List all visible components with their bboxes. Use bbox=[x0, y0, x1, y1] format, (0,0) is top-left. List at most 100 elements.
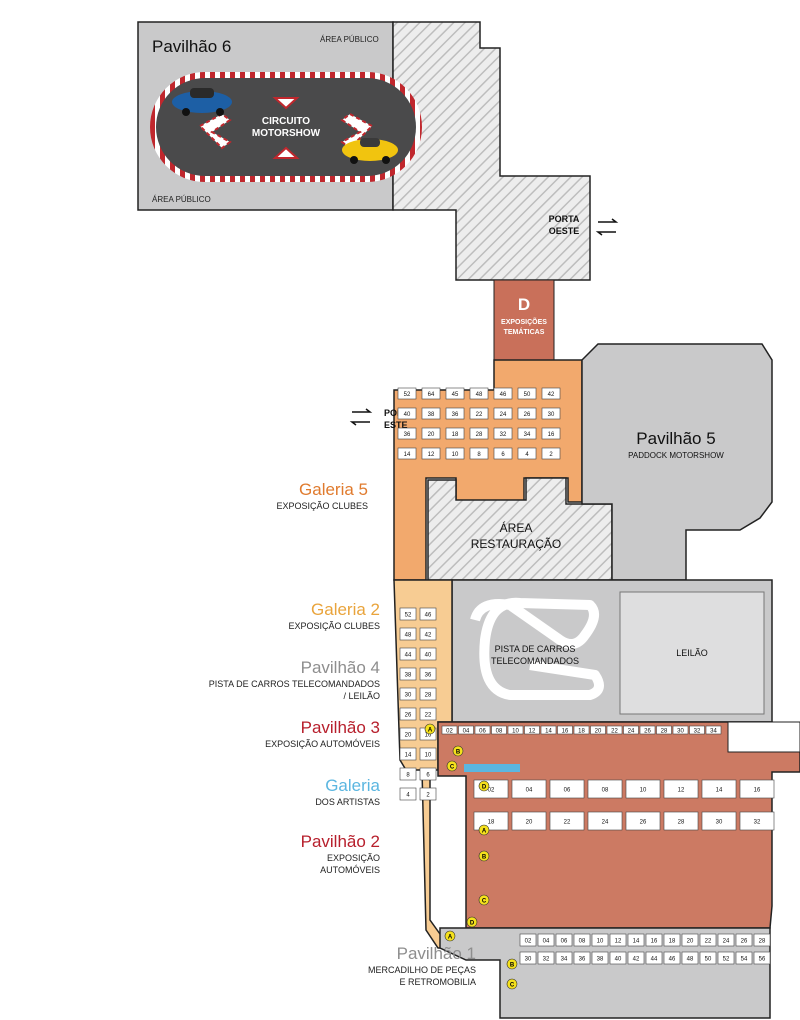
legend-galeria-title: Galeria bbox=[325, 776, 380, 795]
stand-number: 12 bbox=[428, 452, 435, 458]
stand-box bbox=[441, 725, 458, 735]
stand-box bbox=[469, 387, 489, 400]
stand-number: 30 bbox=[716, 820, 723, 826]
legend-pavilhao-1: Pavilhão 1 MERCADILHO DE PEÇAS E RETROMO… bbox=[236, 944, 476, 988]
marker-letter: A bbox=[428, 728, 433, 734]
stand-box bbox=[623, 725, 639, 735]
stand-box bbox=[735, 951, 753, 965]
stand-number: 10 bbox=[640, 788, 647, 794]
pav6-title: Pavilhão 6 bbox=[152, 37, 231, 56]
marker-circle bbox=[446, 760, 458, 772]
legend-pavilhao-2: Pavilhão 2 EXPOSIÇÃO AUTOMÓVEIS bbox=[140, 832, 380, 876]
stand-box bbox=[397, 447, 417, 460]
restauracao-label-2: RESTAURAÇÃO bbox=[471, 537, 561, 551]
stand-number: 38 bbox=[428, 412, 435, 418]
stand-box bbox=[555, 951, 573, 965]
stand-number: 4 bbox=[406, 793, 410, 799]
stand-number: 22 bbox=[564, 820, 571, 826]
stand-box bbox=[474, 725, 491, 735]
rc-track-icon bbox=[470, 597, 604, 700]
stand-number: 42 bbox=[633, 957, 640, 963]
restauracao-label-1: ÁREA bbox=[500, 520, 533, 535]
legend-galeria-2-title: Galeria 2 bbox=[311, 600, 380, 619]
stand-number: 08 bbox=[579, 939, 586, 945]
legend-galeria-5: Galeria 5 EXPOSIÇÃO CLUBES bbox=[128, 480, 368, 512]
stand-number: 04 bbox=[543, 939, 550, 945]
stand-number: 52 bbox=[405, 613, 412, 619]
stand-box bbox=[507, 725, 524, 735]
stand-box bbox=[397, 427, 417, 440]
stand-number: 14 bbox=[633, 939, 640, 945]
stand-number: 4 bbox=[525, 452, 529, 458]
stand-box bbox=[397, 387, 417, 400]
stand-box bbox=[609, 933, 627, 947]
marker-circle bbox=[478, 824, 490, 836]
legend-galeria: Galeria DOS ARTISTAS bbox=[140, 776, 380, 808]
legend-galeria-5-title: Galeria 5 bbox=[299, 480, 368, 499]
stand-box bbox=[399, 787, 417, 801]
stand-box bbox=[421, 447, 441, 460]
stand-number: 06 bbox=[564, 788, 571, 794]
stand-number: 04 bbox=[526, 788, 533, 794]
stand-number: 10 bbox=[425, 753, 432, 759]
stand-number: 20 bbox=[405, 733, 412, 739]
stand-box bbox=[573, 933, 591, 947]
marker-circle bbox=[478, 894, 490, 906]
stand-box bbox=[537, 951, 555, 965]
stand-box bbox=[557, 725, 573, 735]
stand-box bbox=[625, 779, 661, 799]
stand-box bbox=[753, 933, 771, 947]
stand-box bbox=[419, 607, 437, 621]
legend-galeria-2: Galeria 2 EXPOSIÇÃO CLUBES bbox=[140, 600, 380, 632]
stand-box bbox=[541, 447, 561, 460]
stand-number: 02 bbox=[525, 939, 532, 945]
blue-car-icon bbox=[172, 88, 232, 116]
stand-box bbox=[419, 767, 437, 781]
stand-box bbox=[689, 725, 705, 735]
stand-number: 28 bbox=[476, 432, 483, 438]
stand-number: 26 bbox=[524, 412, 531, 418]
stand-number: 12 bbox=[615, 939, 622, 945]
stand-number: 16 bbox=[651, 939, 658, 945]
stand-number: 26 bbox=[640, 820, 647, 826]
stand-box bbox=[591, 951, 609, 965]
stand-number: 32 bbox=[543, 957, 550, 963]
stand-number: 2 bbox=[549, 452, 553, 458]
legend-galeria-2-sub: EXPOSIÇÃO CLUBES bbox=[288, 621, 380, 631]
legend-pavilhao-1-sub2: E RETROMOBILIA bbox=[399, 977, 476, 987]
stand-number: 46 bbox=[500, 392, 507, 398]
marker-circle bbox=[478, 850, 490, 862]
stand-number: 34 bbox=[561, 957, 568, 963]
legend-pavilhao-2-sub2: AUTOMÓVEIS bbox=[320, 865, 380, 875]
stand-box bbox=[399, 647, 417, 661]
stand-box bbox=[549, 811, 585, 831]
stand-number: 28 bbox=[661, 729, 668, 735]
porta-este-label-2: ESTE bbox=[384, 420, 408, 430]
stand-box bbox=[573, 951, 591, 965]
porta-este-arrow-icon bbox=[349, 408, 373, 426]
stand-box bbox=[681, 951, 699, 965]
marker-circle bbox=[466, 916, 478, 928]
stand-number: 42 bbox=[425, 633, 432, 639]
stand-number: 26 bbox=[644, 729, 651, 735]
stand-number: 30 bbox=[525, 957, 532, 963]
stand-number: 48 bbox=[687, 957, 694, 963]
stand-box bbox=[663, 951, 681, 965]
circuit-label-2: MOTORSHOW bbox=[252, 128, 321, 139]
stand-number: 40 bbox=[615, 957, 622, 963]
stand-box bbox=[399, 627, 417, 641]
stand-box bbox=[493, 387, 513, 400]
stand-number: 06 bbox=[479, 729, 486, 735]
stand-box bbox=[591, 933, 609, 947]
stand-number: 20 bbox=[428, 432, 435, 438]
stand-number: 26 bbox=[405, 713, 412, 719]
pav6-area-top: ÁREA PÚBLICO bbox=[320, 35, 379, 44]
stand-box bbox=[699, 951, 717, 965]
stand-box bbox=[735, 933, 753, 947]
stand-box bbox=[493, 407, 513, 420]
stand-box bbox=[587, 779, 623, 799]
pavilhao-6: Pavilhão 6 ÁREA PÚBLICO ÁREA PÚBLICO CIR… bbox=[137, 21, 591, 281]
